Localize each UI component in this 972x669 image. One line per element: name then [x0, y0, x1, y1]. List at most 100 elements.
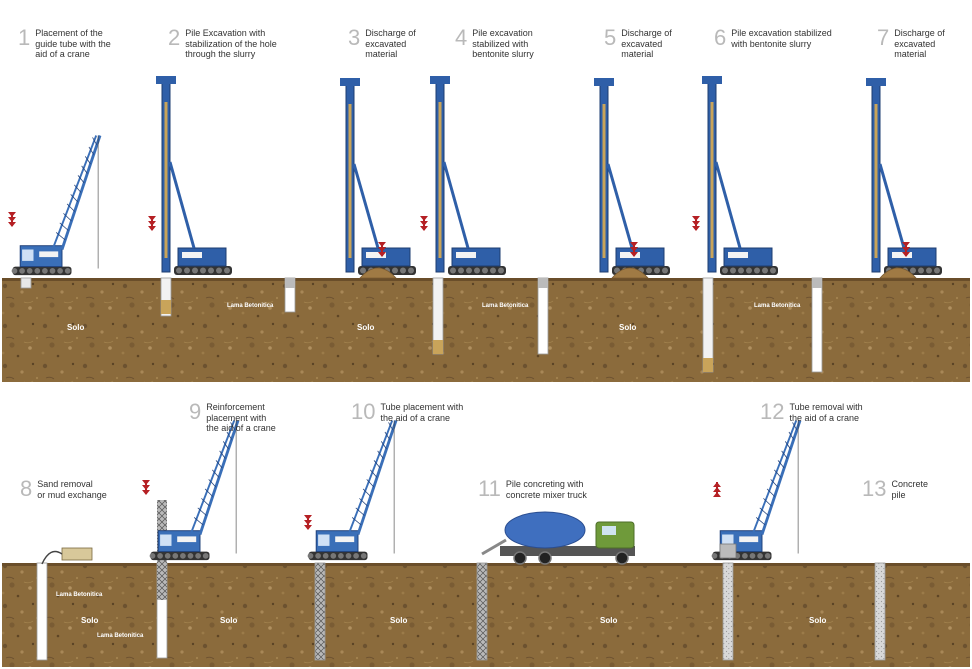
- concrete-pile: [722, 562, 734, 661]
- step-12-text: Tube removal with the aid of a crane: [789, 402, 863, 423]
- step-9-text: Reinforcement placement with the aid of …: [206, 402, 276, 433]
- boom-lattice: [359, 498, 368, 507]
- step-4: 4 Pile excavation stabilized with benton…: [455, 27, 534, 60]
- crane-boom: [198, 420, 240, 535]
- crane-boom: [356, 420, 398, 535]
- concrete-pile: [874, 562, 886, 661]
- rig-logo-panel: [728, 252, 748, 258]
- track-wheel: [345, 553, 352, 559]
- slurry-label: Lama Betonitica: [754, 303, 801, 309]
- track-wheel: [934, 267, 940, 274]
- boom-lattice: [208, 479, 217, 488]
- rig-logo-panel: [892, 252, 912, 258]
- track-wheel: [926, 267, 932, 274]
- mixer-drum: [504, 511, 586, 549]
- slurry-label: Lama Betonitica: [227, 303, 274, 309]
- crane-logo-panel: [39, 251, 59, 258]
- drill-bucket: [161, 300, 171, 314]
- step-11-number: 11: [478, 476, 501, 501]
- step-13: 13 Concrete pile: [862, 478, 928, 500]
- pile-hole: [36, 562, 48, 661]
- kelly-bar: [164, 102, 168, 258]
- spoil-pile: [879, 267, 917, 279]
- truck-wheel: [538, 551, 552, 565]
- soil-label: Solo: [600, 616, 618, 625]
- kelly-bar: [602, 104, 606, 258]
- drill-bucket: [433, 340, 443, 354]
- boom-lattice: [55, 232, 66, 241]
- boom-lattice: [215, 460, 223, 469]
- crane-boom: [189, 420, 236, 535]
- boom-lattice: [92, 137, 98, 146]
- boom-lattice: [351, 517, 362, 526]
- step-8: 8 Sand removal or mud exchange: [20, 478, 107, 500]
- kelly-bar: [438, 102, 442, 258]
- arrow-stem: [307, 515, 309, 529]
- soil-label: Solo: [390, 616, 408, 625]
- arrow-stem: [11, 212, 13, 226]
- reinforcement-cage: [476, 562, 488, 661]
- boom-lattice: [66, 203, 75, 212]
- truck-wheel: [615, 551, 629, 565]
- rig-stay: [878, 163, 906, 249]
- pile-hole: [811, 277, 823, 373]
- kelly-bar: [874, 104, 878, 258]
- track-wheel: [408, 267, 414, 274]
- arrow-stem: [695, 216, 697, 230]
- track-wheel: [338, 553, 344, 559]
- boom-lattice: [774, 469, 782, 478]
- step-9-number: 9: [189, 399, 202, 424]
- rig-stay: [714, 161, 742, 249]
- rig-logo-panel: [182, 252, 202, 258]
- track-wheel: [711, 553, 718, 559]
- drilling-rig: [594, 78, 670, 275]
- crane-cab-window: [318, 534, 330, 546]
- boom-lattice: [781, 450, 788, 459]
- guide-tube: [719, 543, 737, 559]
- boom-lattice: [70, 194, 79, 203]
- step-1: 1 Placement of the guide tube with the a…: [18, 27, 111, 60]
- step-6-number: 6: [714, 25, 727, 50]
- track-wheel: [208, 267, 214, 274]
- step-4-number: 4: [455, 25, 468, 50]
- track-wheel: [187, 553, 194, 559]
- step-11: 11 Pile concreting with concrete mixer t…: [478, 478, 587, 500]
- soil-label: Solo: [81, 616, 99, 625]
- pump-hose: [41, 550, 63, 565]
- boom-lattice: [755, 517, 766, 526]
- spoil-pile: [359, 267, 397, 279]
- track-wheel: [200, 267, 206, 274]
- crane-logo-panel: [335, 536, 355, 543]
- track-wheel: [482, 267, 488, 274]
- track-wheel: [307, 553, 314, 559]
- boom-lattice: [788, 431, 794, 440]
- track-wheel: [157, 553, 163, 559]
- guide-tube: [538, 278, 548, 288]
- mast-head: [702, 76, 722, 84]
- step-11-text: Pile concreting with concrete mixer truc…: [505, 479, 587, 500]
- truck-chassis: [500, 546, 635, 556]
- red-arrow: [630, 242, 638, 257]
- track-wheel: [360, 553, 367, 559]
- boom-lattice: [201, 498, 210, 507]
- track-wheel: [57, 268, 63, 274]
- track-wheel: [26, 268, 33, 274]
- boom-lattice: [355, 507, 365, 516]
- crane-cab-window: [722, 534, 734, 546]
- boom-lattice: [88, 146, 94, 155]
- step-13-number: 13: [862, 476, 887, 501]
- step-5-text: Discharge of excavated material: [621, 28, 672, 59]
- step-2: 2 Pile Excavation with stabilization of …: [168, 27, 277, 60]
- boom-lattice: [219, 450, 226, 459]
- boom-lattice: [377, 450, 384, 459]
- crane-cab-window: [160, 534, 172, 546]
- boom-lattice: [766, 488, 775, 497]
- track-wheel: [11, 268, 18, 274]
- mast-head: [156, 76, 176, 84]
- arrow-stem: [423, 216, 425, 230]
- kelly-bar: [710, 102, 714, 258]
- boom-lattice: [388, 422, 394, 431]
- track-wheel: [64, 268, 71, 274]
- truck-wheel: [513, 551, 527, 565]
